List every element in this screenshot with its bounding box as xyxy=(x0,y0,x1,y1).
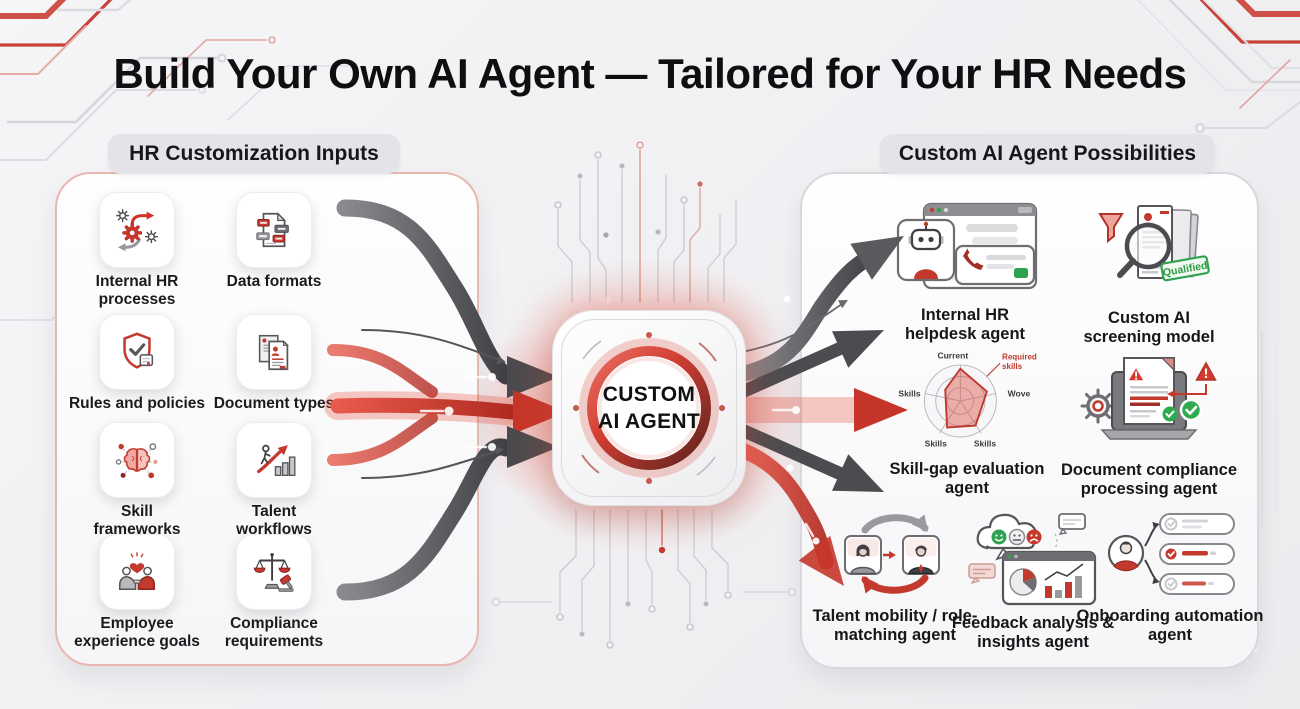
output-item-onboarding: Onboarding automation agent xyxy=(1077,506,1264,646)
input-item-talent-workflows: Talent workflows xyxy=(199,422,349,540)
brain-network-icon xyxy=(99,422,175,498)
scales-gavel-icon xyxy=(236,534,312,610)
shield-check-icon xyxy=(99,314,175,390)
output-item-label: Talent mobility / role-matching agent xyxy=(812,607,978,645)
custom-ai-agent-chip: CUSTOM AI AGENT xyxy=(552,310,746,506)
radar-label-left: Skills xyxy=(898,388,920,398)
agent-label-line1: CUSTOM xyxy=(602,382,696,406)
input-item-label: Document types xyxy=(213,395,335,412)
magnifier-resume-icon: Qualified xyxy=(1098,205,1210,282)
output-item-label: Skill-gap evaluation agent xyxy=(889,460,1045,498)
output-item-label: Onboarding automation agent xyxy=(1076,607,1264,645)
radar-label-right: Wove xyxy=(1008,388,1031,398)
output-item-label: Document compliance processing agent xyxy=(1060,461,1238,499)
ai-agent-possibilities-panel: Internal HR helpdesk agent xyxy=(800,172,1264,669)
output-item-label: Feedback analysis & insights agent xyxy=(951,614,1115,652)
input-item-rules-policies: Rules and policies xyxy=(62,314,212,413)
output-item-skill-gap: Current Wove Skills Skills Skills Requir… xyxy=(882,348,1052,499)
role-matching-cycle-icon xyxy=(844,514,940,594)
chatbot-helpdesk-icon xyxy=(896,202,1038,290)
feedback-cloud-chart-icon xyxy=(968,513,1097,606)
output-item-feedback: Feedback analysis & insights agent xyxy=(948,508,1118,653)
onboarding-checklist-icon xyxy=(1107,513,1235,595)
hr-inputs-panel: Internal HR processes xyxy=(55,172,479,666)
radar-label-bottom-right: Skills xyxy=(974,438,996,448)
agent-label: CUSTOM AI AGENT xyxy=(553,311,745,505)
stacked-documents-icon xyxy=(236,314,312,390)
input-item-employee-experience: Employee experience goals xyxy=(62,534,212,652)
input-item-data-formats: Data formats xyxy=(199,192,349,291)
laptop-document-checks-icon xyxy=(1080,357,1217,440)
process-gears-arrows-icon xyxy=(99,192,175,268)
growth-chart-person-icon xyxy=(236,422,312,498)
output-item-screening: Qualified Custom AI screening model xyxy=(1064,198,1234,348)
radar-label-current: Current xyxy=(937,350,968,360)
radar-chart-icon: Current Wove Skills Skills Skills Requir… xyxy=(898,350,1037,448)
left-panel-header: HR Customization Inputs xyxy=(108,134,400,174)
output-item-label: Internal HR helpdesk agent xyxy=(904,306,1026,344)
output-item-talent-mobility: Talent mobility / role-matching agent xyxy=(810,506,980,646)
radar-callout-line2: skills xyxy=(1002,362,1023,371)
input-item-label: Compliance requirements xyxy=(224,615,324,651)
radar-callout-line1: Required xyxy=(1002,352,1037,361)
radar-label-bottom-left: Skills xyxy=(925,438,947,448)
input-item-label: Data formats xyxy=(226,273,322,290)
input-item-internal-hr-processes: Internal HR processes xyxy=(62,192,212,310)
agent-label-line2: AI AGENT xyxy=(598,410,700,433)
input-item-compliance-requirements: Compliance requirements xyxy=(199,534,349,652)
page-title: Build Your Own AI Agent — Tailored for Y… xyxy=(113,50,1187,97)
handshake-heart-icon xyxy=(99,534,175,610)
input-item-skill-frameworks: Skill frameworks xyxy=(62,422,212,540)
output-item-label: Custom AI screening model xyxy=(1083,309,1215,347)
input-item-label: Employee experience goals xyxy=(74,615,200,651)
output-item-doc-compliance: Document compliance processing agent xyxy=(1061,350,1237,500)
input-item-document-types: Document types xyxy=(199,314,349,413)
input-item-label: Internal HR processes xyxy=(95,273,179,309)
file-formats-icon xyxy=(236,192,312,268)
output-item-helpdesk: Internal HR helpdesk agent xyxy=(880,200,1050,345)
right-panel-header: Custom AI Agent Possibilities xyxy=(880,134,1215,174)
input-item-label: Rules and policies xyxy=(68,395,206,412)
